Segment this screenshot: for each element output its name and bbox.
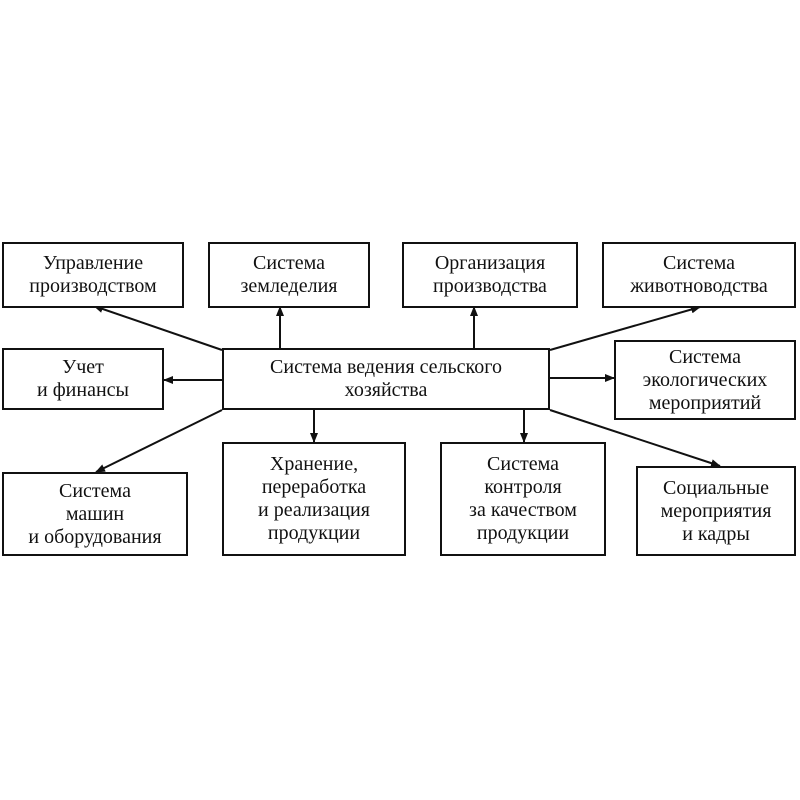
arrow-to-livestock <box>549 305 701 351</box>
node-machinery: Система машин и оборудования <box>2 472 188 556</box>
node-farming: Система земледелия <box>208 242 370 308</box>
node-organization: Организация производства <box>402 242 578 308</box>
node-center: Система ведения сельского хозяйства <box>222 348 550 410</box>
arrow-to-machinery <box>95 409 223 473</box>
node-livestock: Система животноводства <box>602 242 796 308</box>
node-storage: Хранение, переработка и реализация проду… <box>222 442 406 556</box>
arrow-to-social <box>549 409 721 467</box>
node-accounting: Учет и финансы <box>2 348 164 410</box>
node-social: Социальные мероприятия и кадры <box>636 466 796 556</box>
node-ecology: Система экологических мероприятий <box>614 340 796 420</box>
arrow-to-management <box>93 305 223 351</box>
node-management: Управление производством <box>2 242 184 308</box>
node-quality: Система контроля за качеством продукции <box>440 442 606 556</box>
